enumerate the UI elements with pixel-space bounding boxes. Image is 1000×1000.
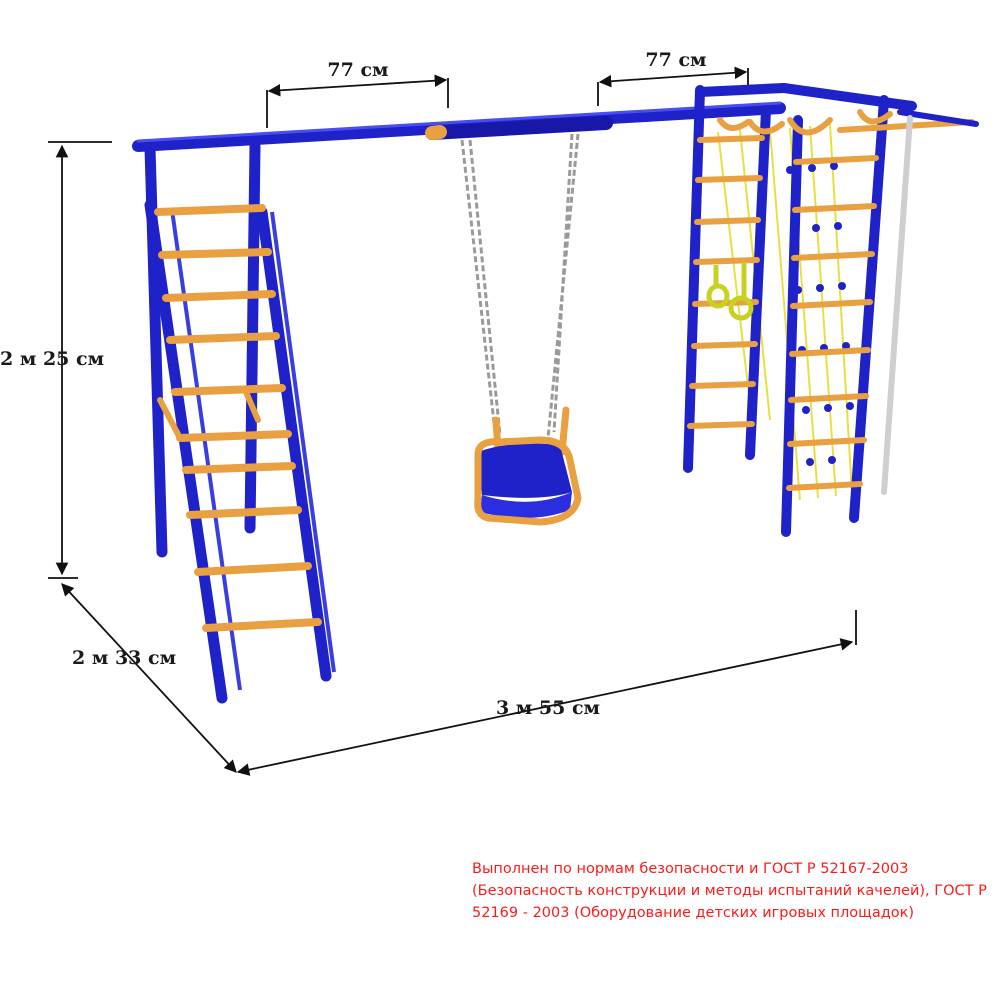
net-knots (786, 162, 854, 466)
climbing-rope (881, 115, 913, 495)
swing (460, 133, 582, 526)
dim-height-label: 2 м 25 см (0, 348, 104, 370)
dim-top-left-label: 77 см (327, 59, 388, 81)
dim-length-label: 3 м 55 см (496, 697, 600, 719)
gymnastic-rings (706, 262, 754, 321)
dim-top-right-label: 77 см (645, 49, 706, 71)
top-beam (132, 101, 786, 152)
right-climbing-tower (683, 83, 979, 537)
dim-depth-label: 2 м 33 см (72, 647, 176, 669)
dimension-lines (48, 66, 857, 776)
left-ladder-tower (144, 140, 336, 704)
safety-standards-note: Выполнен по нормам безопасности и ГОСТ Р… (472, 861, 987, 921)
